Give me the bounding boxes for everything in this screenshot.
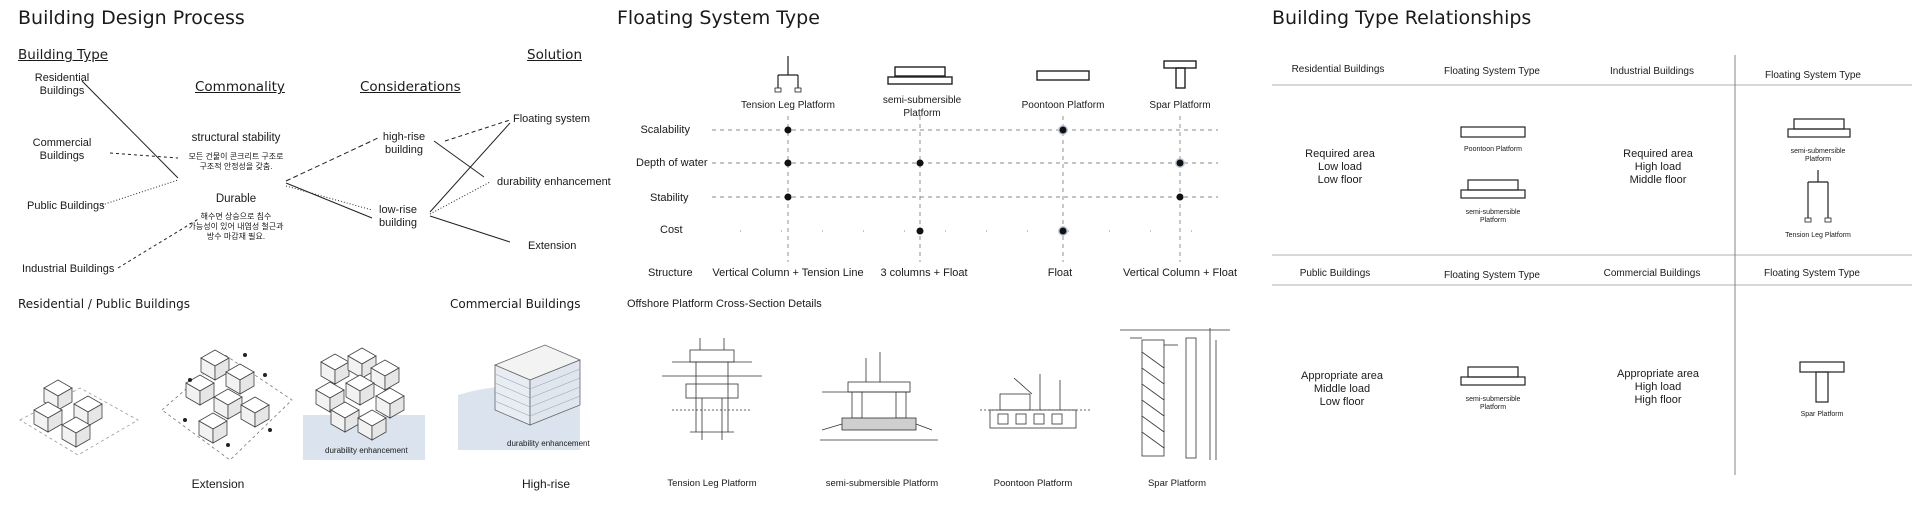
label-semi-industrial: semi-submersible Platform — [1790, 148, 1846, 163]
sketch-spar — [1120, 328, 1230, 460]
solution-durability: durability enhancement — [497, 176, 611, 188]
header-public: Public Buildings — [1299, 268, 1371, 279]
matrix-marker — [1059, 126, 1067, 134]
row-cost: Cost — [660, 224, 683, 236]
commonality-durable: Durable — [215, 193, 257, 205]
solution-extension: Extension — [528, 240, 577, 252]
matrix-marker — [784, 193, 792, 201]
cross-caption-tlp: Tension Leg Platform — [667, 478, 757, 489]
solution-heading: Solution — [527, 47, 582, 63]
cross-caption-semi: semi-submersible Platform — [825, 478, 939, 489]
commonality-heading: Commonality — [195, 79, 285, 95]
caption-extension: Extension — [191, 477, 245, 491]
platform-label-spar: Spar Platform — [1149, 100, 1211, 111]
caption-highrise: High-rise — [521, 477, 571, 491]
durability-label-2: durability enhancement — [507, 439, 590, 448]
matrix-marker — [916, 159, 924, 167]
building-type-industrial: Industrial Buildings — [22, 263, 115, 275]
header-floating-1: Floating System Type — [1444, 66, 1540, 77]
public-requirements: Appropriate area Middle load Low floor — [1301, 370, 1383, 408]
matrix-marker — [784, 126, 792, 134]
platform-label-tlp: Tension Leg Platform — [741, 100, 835, 111]
building-type-residential: Residential Buildings — [34, 72, 90, 97]
durability-label-1: durability enhancement — [325, 446, 408, 455]
matrix-gridlines — [712, 116, 1218, 262]
label-semi-public: semi-submersible Platform — [1465, 396, 1521, 411]
header-floating-4: Floating System Type — [1764, 268, 1860, 279]
matrix-marker — [1059, 227, 1067, 235]
sketch-tlp — [662, 338, 762, 440]
structure-semi: 3 columns + Float — [880, 267, 968, 279]
header-residential: Residential Buildings — [1291, 64, 1385, 75]
illustration-residential-cluster — [19, 379, 139, 456]
commonality-structural-stability: structural stability — [191, 132, 281, 144]
building-illustrations — [19, 344, 582, 461]
sketch-semi — [820, 352, 938, 441]
floating-title: Floating System Type — [617, 7, 820, 29]
relationships-title: Building Type Relationships — [1272, 7, 1532, 29]
illustration-highrise — [458, 344, 582, 450]
building-type-heading: Building Type — [18, 47, 109, 63]
process-title: Building Design Process — [18, 7, 245, 29]
residential-requirements: Required area Low load Low floor — [1305, 148, 1375, 186]
sketch-pontoon — [980, 374, 1090, 429]
matrix-marker — [1176, 193, 1184, 201]
considerations-heading: Considerations — [360, 79, 461, 95]
structure-tlp: Vertical Column + Tension Line — [712, 267, 864, 279]
cross-caption-pontoon: Poontoon Platform — [993, 478, 1073, 489]
row-scalability: Scalability — [640, 124, 690, 136]
cross-section-sketches — [662, 328, 1230, 460]
consideration-low-rise: low-rise building — [379, 204, 417, 229]
label-tlp-industrial: Tension Leg Platform — [1785, 232, 1851, 239]
matrix-marker — [916, 227, 924, 235]
platform-label-pontoon: Poontoon Platform — [1021, 100, 1105, 111]
floating-matrix — [712, 56, 1218, 262]
lower-mid-heading: Commercial Buildings — [450, 297, 581, 311]
building-type-commercial: Commercial Buildings — [32, 137, 92, 162]
commonality-structural-note: 모든 건물이 콘크리트 구조로 구조적 안정성을 갖춤. — [188, 152, 284, 171]
header-floating-3: Floating System Type — [1444, 270, 1540, 281]
process-connector-lines — [81, 80, 511, 269]
structure-spar: Vertical Column + Float — [1122, 267, 1238, 279]
row-stability: Stability — [650, 192, 689, 204]
matrix-marker — [1176, 159, 1184, 167]
commonality-durable-note: 해수면 상승으로 침수 가능성이 있어 내염성 철근과 방수 마감재 필요. — [188, 212, 284, 241]
platform-label-semi: semi-submersible Platform — [882, 95, 962, 119]
structure-label: Structure — [648, 267, 693, 279]
platform-icons — [774, 56, 1197, 93]
label-semi-residential: semi-submersible Platform — [1465, 209, 1521, 224]
consideration-high-rise: high-rise building — [382, 131, 426, 156]
industrial-requirements: Required area High load Middle floor — [1623, 148, 1693, 186]
illustration-durability-cluster — [303, 347, 425, 460]
illustration-extension-cluster — [161, 349, 293, 461]
lower-left-heading: Residential / Public Buildings — [18, 297, 191, 311]
cross-section-heading: Offshore Platform Cross-Section Details — [627, 298, 822, 310]
commercial-requirements: Appropriate area High load High floor — [1617, 368, 1699, 406]
row-depth-of-water: Depth of water — [636, 157, 708, 169]
structure-pontoon: Float — [1047, 267, 1073, 279]
matrix-marker — [784, 159, 792, 167]
label-spar-commercial: Spar Platform — [1800, 411, 1844, 418]
label-pontoon: Poontoon Platform — [1464, 146, 1522, 153]
solution-floating-system: Floating system — [513, 113, 591, 125]
header-industrial: Industrial Buildings — [1610, 66, 1694, 77]
header-commercial: Commercial Buildings — [1603, 268, 1701, 279]
cross-caption-spar: Spar Platform — [1147, 478, 1207, 489]
header-floating-2: Floating System Type — [1765, 70, 1861, 81]
building-type-public: Public Buildings — [27, 200, 105, 212]
